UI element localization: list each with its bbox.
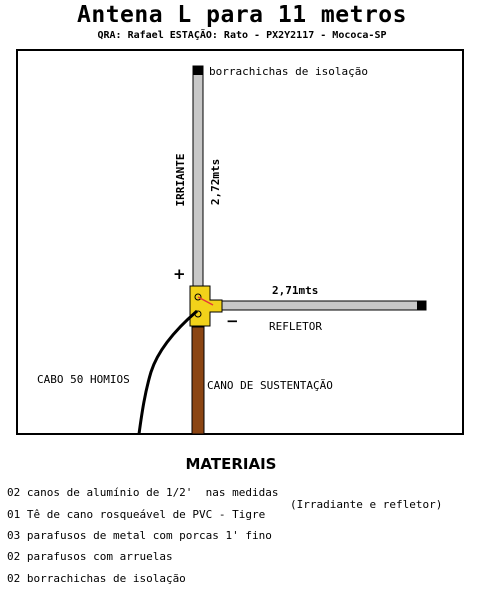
support-label: CANO DE SUSTENTAÇÃO [207,379,333,392]
material-item: 02 borrachichas de isolação [7,572,186,585]
material-item: 02 parafusos com arruelas [7,550,173,563]
page-title: Antena L para 11 metros [77,2,407,28]
reflector-insulator-cap [417,301,426,310]
station-info: QRA: Rafael ESTAÇÃO: Rato - PX2Y2117 - M… [97,30,387,41]
reflector-label: REFLETOR [269,320,322,333]
coax-cable [137,309,198,435]
material-item: 02 canos de alumínio de 1/2' nas medidas [7,486,279,499]
radiator-length-label: 2,72mts [209,159,222,205]
reflector-element [211,300,427,311]
support-pipe [191,326,205,435]
plus-sign: + [173,265,186,283]
cable-label: CABO 50 HOMIOS [37,373,130,386]
radiator-insulator-cap [193,66,203,75]
feed-connection [197,296,214,306]
pvc-tee [189,285,223,327]
minus-sign: − [226,312,239,330]
material-note: (Irradiante e refletor) [290,498,443,511]
materials-title: MATERIAIS [185,455,277,473]
reflector-length-label: 2,71mts [272,284,318,297]
radiator-label: IRRIANTE [174,154,187,207]
radiator-element [192,65,204,289]
tee-bolt-icon [194,293,202,301]
insulator-label: borrachichas de isolação [209,65,368,78]
diagram-frame [16,49,464,435]
material-item: 03 parafusos de metal com porcas 1' fino [7,529,272,542]
material-item: 01 Tê de cano rosqueável de PVC - Tigre [7,508,266,521]
